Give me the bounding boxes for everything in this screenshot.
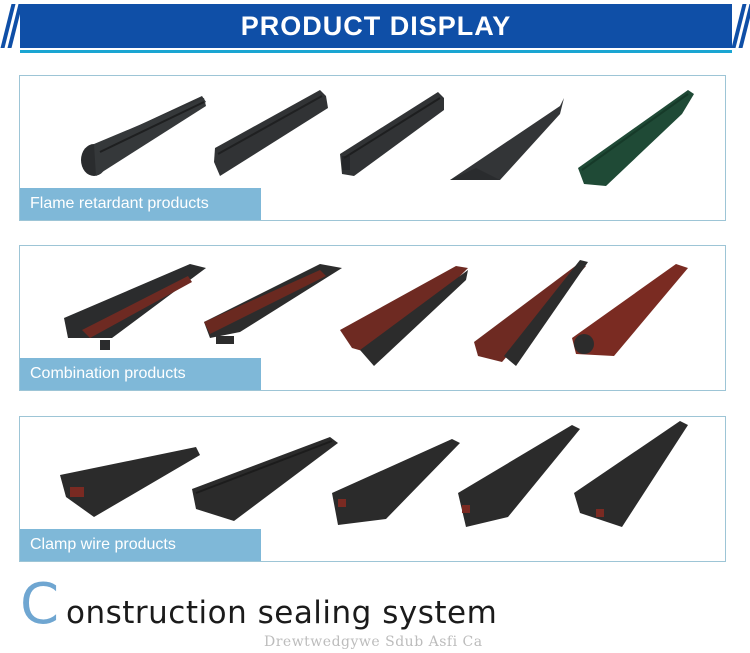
product-combo-5	[572, 264, 688, 356]
footer-title: onstruction sealing system	[66, 595, 498, 631]
section-flame-retardant: Flame retardant products	[19, 75, 726, 221]
header-bar	[20, 4, 732, 48]
section-label: Clamp wire products	[20, 529, 261, 561]
product-combo-3	[340, 266, 468, 366]
footer-initial: C	[20, 572, 60, 637]
product-green-strip	[578, 90, 694, 186]
header-underline	[20, 50, 732, 53]
page-title: PRODUCT DISPLAY	[240, 11, 512, 41]
product-clamp-2	[192, 437, 338, 521]
product-clamp-5	[574, 421, 688, 527]
footer-subtitle: Drewtwedgywe Sdub Asfi Ca	[264, 634, 483, 650]
section-clamp-wire: Clamp wire products	[19, 416, 726, 562]
product-combo-2	[204, 264, 342, 344]
product-flat-strip	[214, 90, 328, 176]
header: PRODUCT DISPLAY	[0, 0, 750, 62]
product-clamp-3	[332, 439, 460, 525]
combination-products-image	[64, 260, 688, 366]
section-label: Flame retardant products	[20, 188, 261, 220]
product-bulb-strip	[81, 96, 206, 176]
product-channel-strip	[340, 92, 444, 176]
product-combo-4	[474, 260, 588, 366]
product-clamp-4	[458, 425, 580, 527]
section-label: Combination products	[20, 358, 261, 390]
product-wedge-strip	[450, 98, 564, 180]
section-combination: Combination products	[19, 245, 726, 391]
product-combo-1	[64, 264, 206, 350]
flame-products-image	[81, 90, 694, 186]
product-clamp-1	[60, 447, 200, 517]
clamp-products-image	[60, 421, 688, 527]
